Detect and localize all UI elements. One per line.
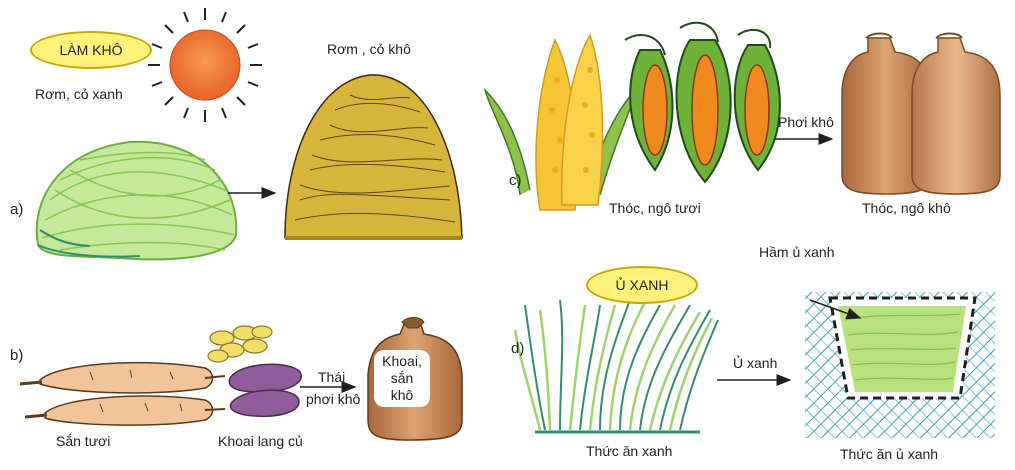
green-fodder-grass bbox=[515, 300, 718, 432]
sweet-potatoes bbox=[229, 364, 301, 416]
corn-cobs bbox=[625, 23, 780, 182]
label-process-sun-dry: phơi khô bbox=[306, 391, 360, 407]
cassava-roots bbox=[20, 363, 225, 425]
panel-letter-b: b) bbox=[10, 347, 23, 364]
panel-letter-a: a) bbox=[10, 201, 23, 218]
panel-letter-d: d) bbox=[511, 340, 524, 357]
sun-icon bbox=[148, 8, 262, 122]
dry-hay-stack bbox=[285, 75, 462, 238]
label-silage-fodder: Thức ăn ủ xanh bbox=[840, 446, 938, 462]
label-fresh-cassava: Sắn tươi bbox=[56, 433, 110, 449]
silage-pit bbox=[805, 292, 995, 438]
label-process-sun-dry-c: Phơi khô bbox=[778, 114, 834, 130]
label-process-ensile: Ủ xanh bbox=[733, 355, 777, 371]
label-dry-rice-corn: Thóc, ngô khô bbox=[862, 200, 951, 216]
label-process-slice: Thái bbox=[318, 369, 345, 385]
method-badge-silage: Ủ XANH bbox=[586, 266, 698, 304]
label-green-fodder: Thức ăn xanh bbox=[586, 443, 672, 459]
label-silage-pit: Hầm ủ xanh bbox=[759, 244, 834, 260]
green-grass-heap bbox=[37, 142, 237, 260]
label-sweet-potato: Khoai lang củ bbox=[218, 433, 303, 449]
label-fresh-rice-corn: Thóc, ngô tươi bbox=[609, 200, 701, 216]
sack-label-dried-tubers: Khoai, sắn khô bbox=[374, 350, 430, 407]
label-dry-straw-grass: Rơm , cỏ khô bbox=[327, 41, 411, 57]
panel-letter-c: c) bbox=[509, 172, 522, 189]
cassava-chips bbox=[208, 326, 272, 362]
label-fresh-straw-grass: Rơm, cỏ xanh bbox=[35, 86, 123, 102]
method-badge-drying: LÀM KHÔ bbox=[30, 31, 152, 69]
sacks-dried-grain bbox=[842, 34, 1000, 195]
